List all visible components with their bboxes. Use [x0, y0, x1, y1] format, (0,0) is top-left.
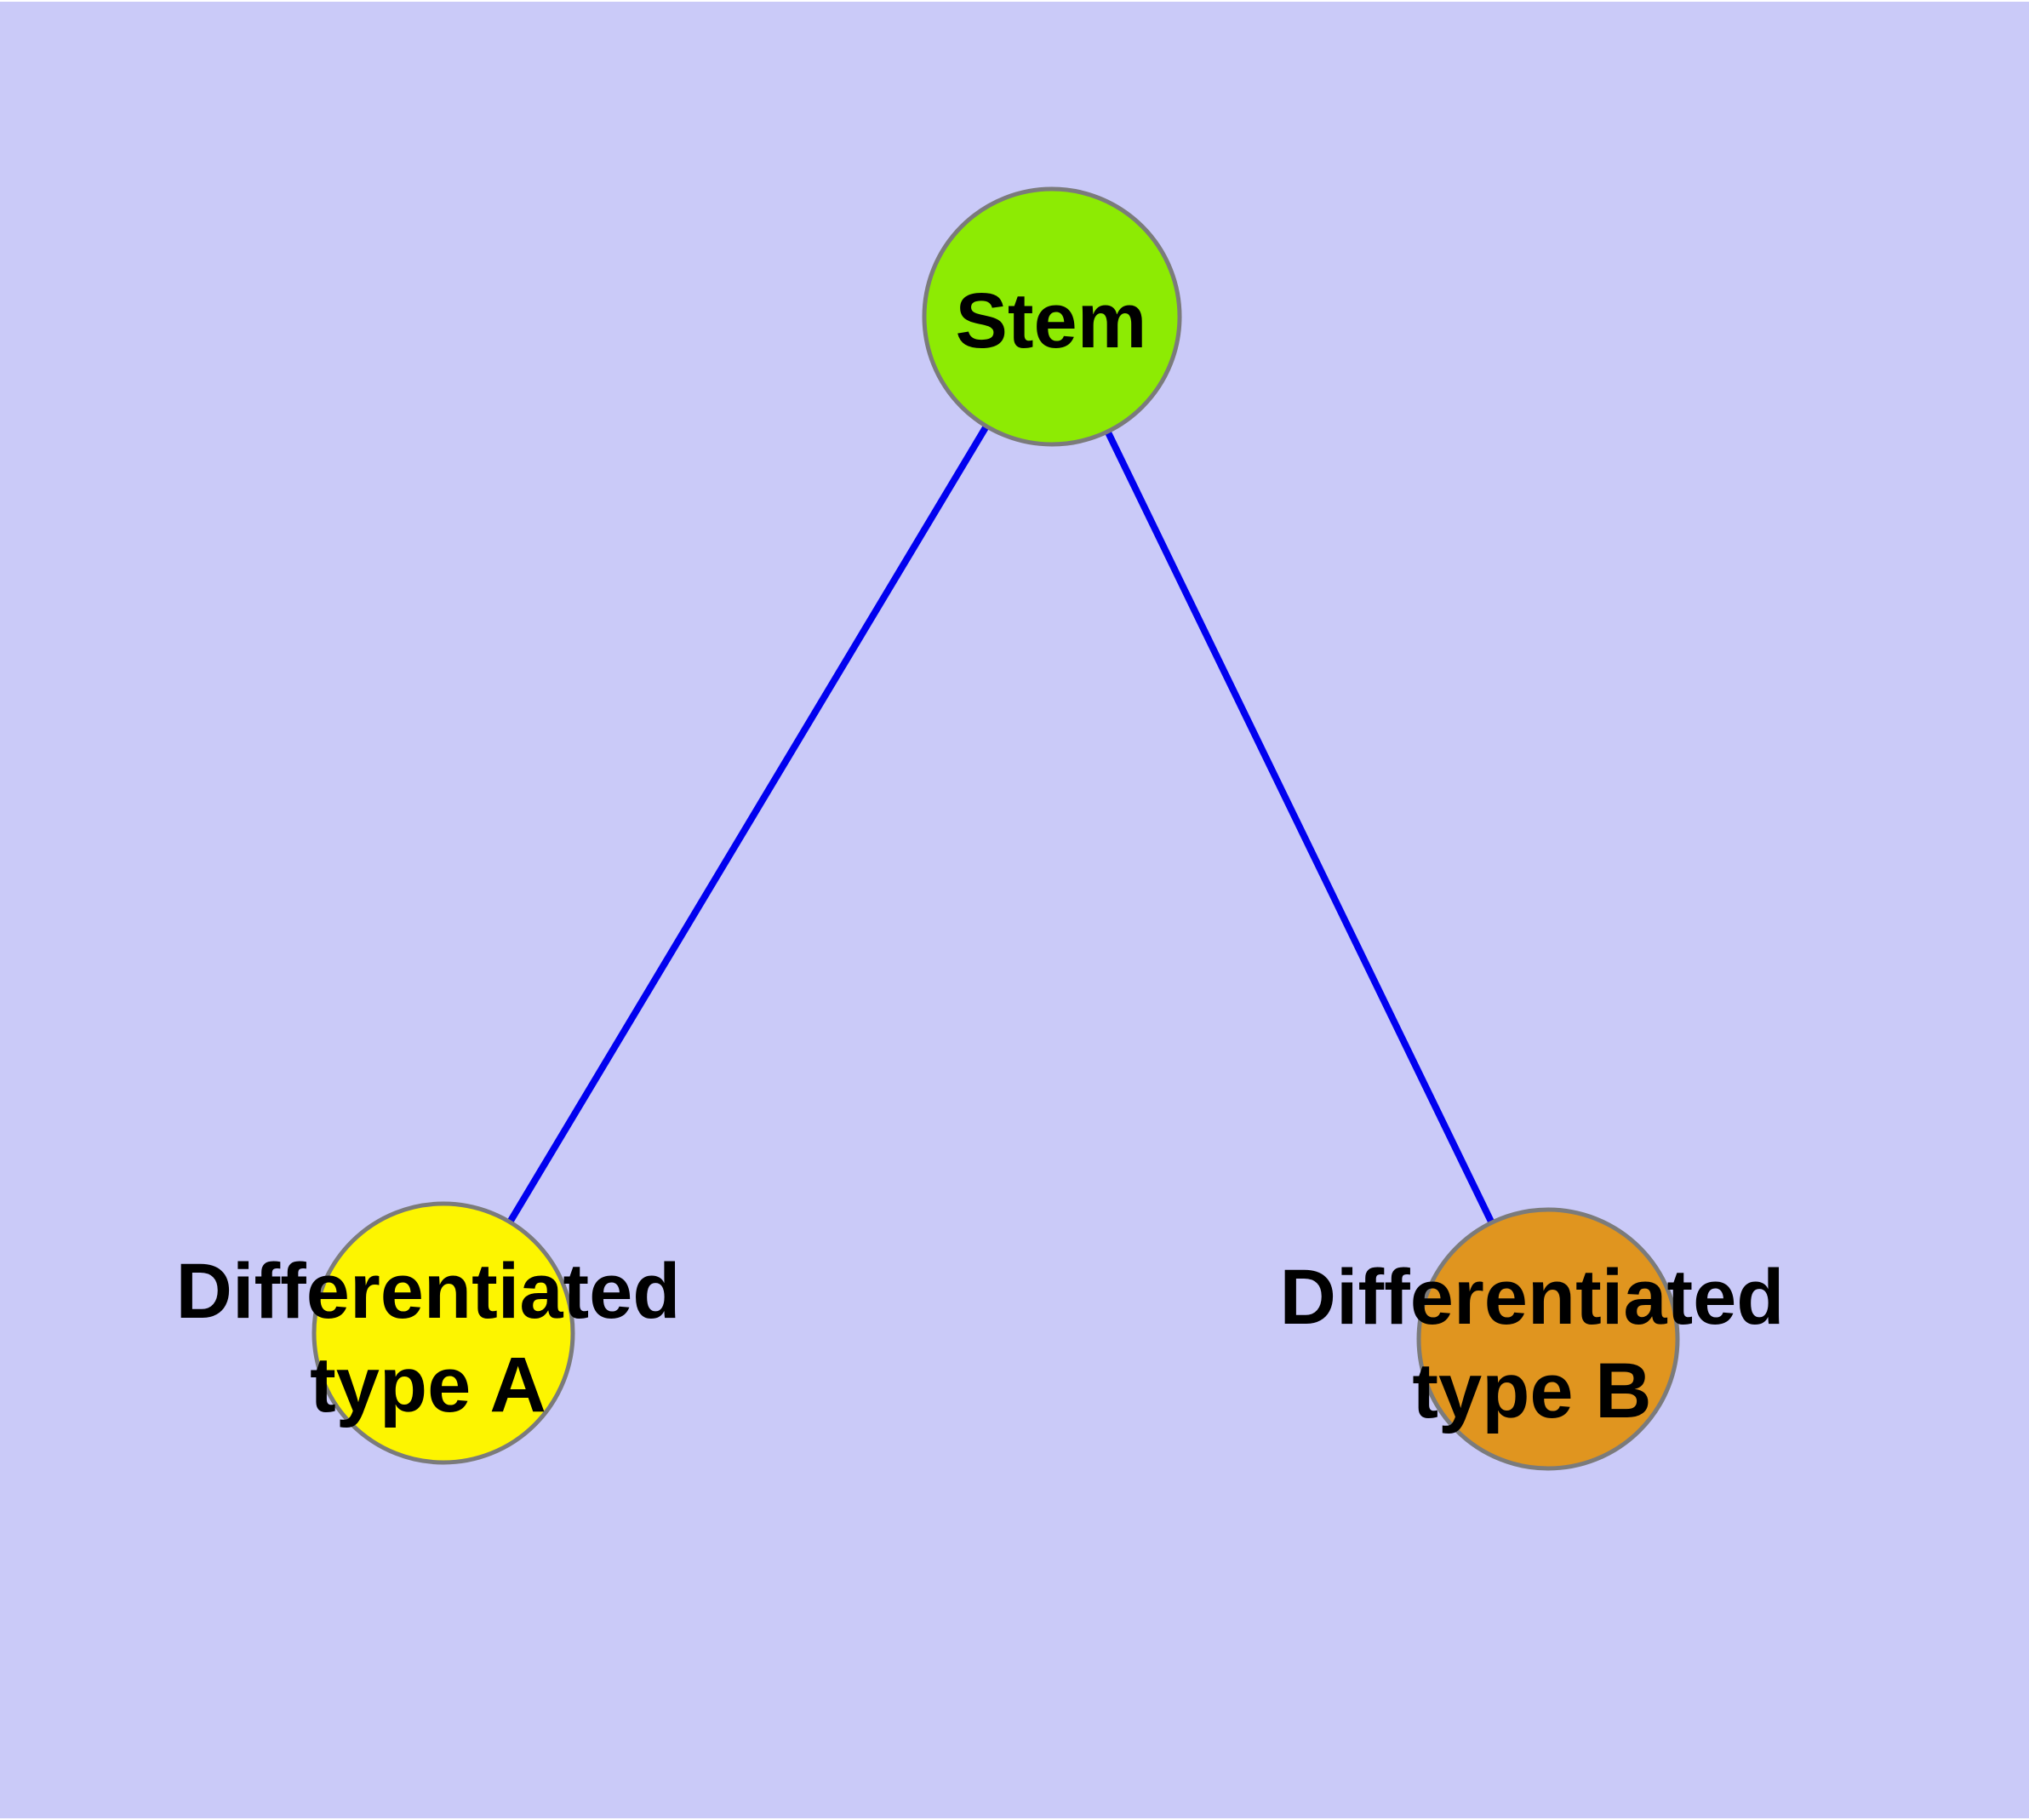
edge-stem-to-differentiated-type-b [1049, 315, 1552, 1341]
node-stem-circle [922, 186, 1182, 447]
edge-stem-to-differentiated-type-a [440, 314, 1055, 1336]
node-differentiated-type-a-label-line-2: type A [310, 1342, 546, 1428]
node-differentiated-type-b: Differentiated type B [1280, 1207, 1785, 1471]
node-differentiated-type-b-label-line-2: type B [1412, 1348, 1651, 1434]
node-differentiated-type-a: Differentiated type A [176, 1201, 681, 1465]
node-differentiated-type-a-label-line-1: Differentiated [176, 1248, 681, 1335]
node-differentiated-type-a-circle [311, 1201, 575, 1465]
node-stem-label: Stem [956, 278, 1147, 364]
node-differentiated-type-b-circle [1416, 1207, 1680, 1471]
node-differentiated-type-b-label-line-1: Differentiated [1280, 1254, 1785, 1341]
edge-layer [440, 314, 1552, 1341]
node-stem: Stem [922, 186, 1182, 447]
